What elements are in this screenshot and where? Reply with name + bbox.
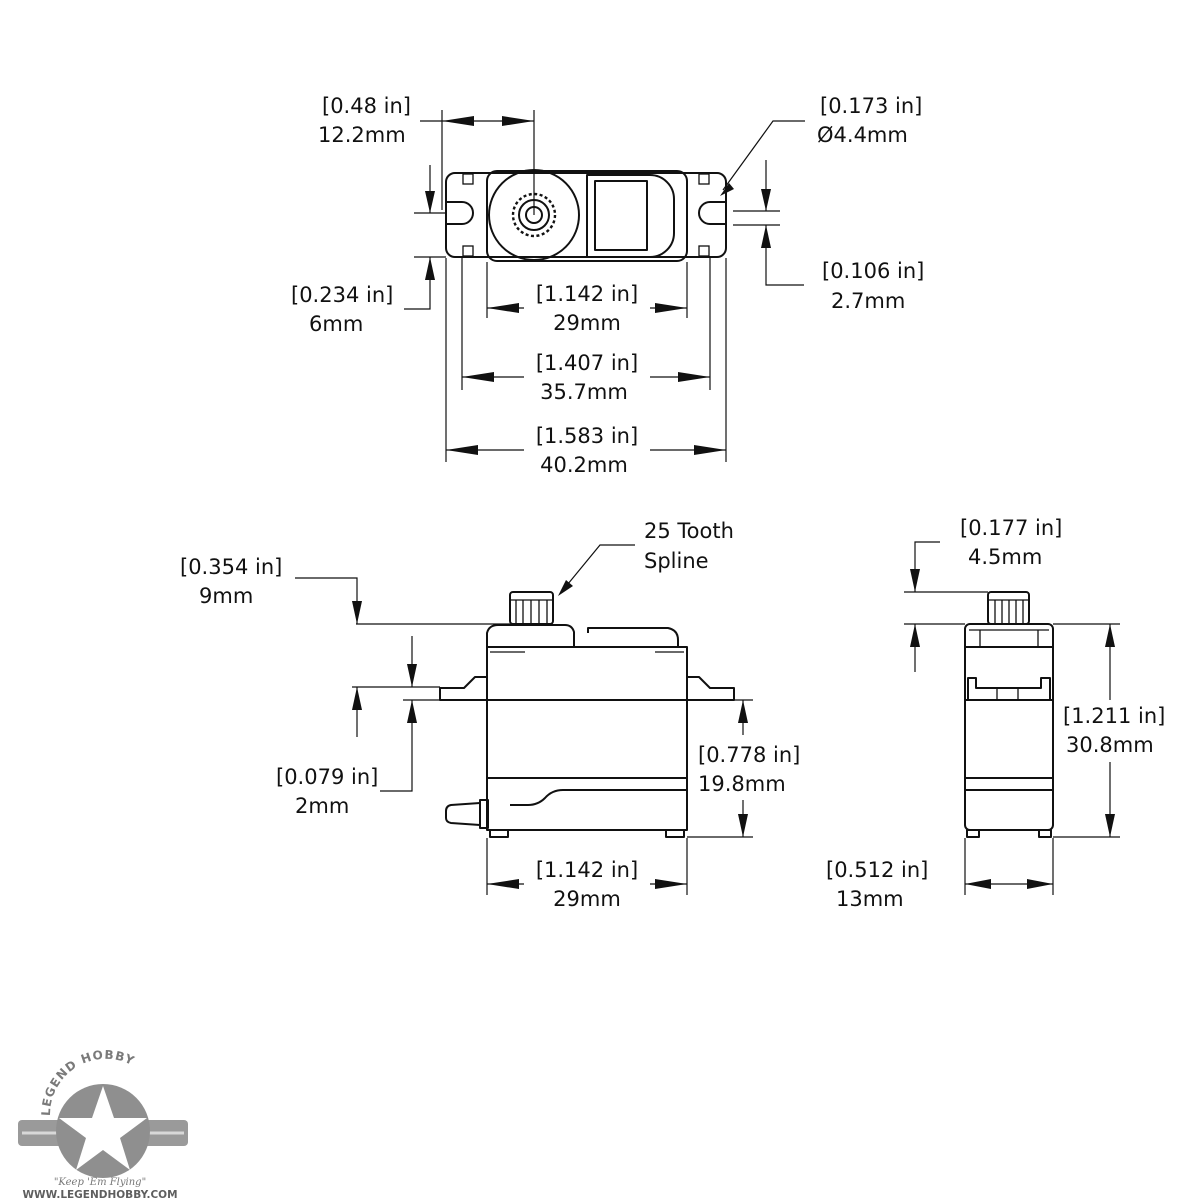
- spline-height-in-label: [0.354 in]: [180, 555, 282, 579]
- end-view: [0.177 in] 4.5mm [1.211 in] 30.8mm [0.51…: [826, 516, 1165, 911]
- end-view-dimension-lines: [904, 541, 1120, 895]
- top-body-length-mm-label: 29mm: [553, 311, 621, 335]
- body-height-mm-label: 30.8mm: [1066, 733, 1154, 757]
- slot-width-in-label: [0.106 in]: [822, 259, 924, 283]
- side-body-length-in-label: [1.142 in]: [536, 858, 638, 882]
- side-view-labels: 25 Tooth Spline [0.354 in] 9mm [0.079 in…: [180, 519, 800, 911]
- spline-gear: [511, 192, 557, 238]
- body-width-mm-label: 13mm: [836, 887, 904, 911]
- horn-offset-mm-label: 12.2mm: [318, 123, 406, 147]
- hole-diameter-mm-label: Ø4.4mm: [817, 123, 908, 147]
- overall-length-in-label: [1.583 in]: [536, 424, 638, 448]
- tab-thickness-mm-label: 2mm: [295, 794, 349, 818]
- spline-callout-line2: Spline: [644, 549, 709, 573]
- top-view-dimension-lines: [404, 110, 805, 462]
- end-view-labels: [0.177 in] 4.5mm [1.211 in] 30.8mm [0.51…: [826, 516, 1165, 911]
- hole-spacing-in-label: [1.407 in]: [536, 351, 638, 375]
- end-spline-height-mm-label: 4.5mm: [968, 545, 1042, 569]
- tab-to-bottom-mm-label: 19.8mm: [698, 772, 786, 796]
- top-view-servo-outline: [445, 169, 727, 262]
- end-view-servo-outline: [964, 591, 1054, 838]
- tab-thickness-in-label: [0.079 in]: [276, 765, 378, 789]
- tab-height-in-label: [0.234 in]: [291, 283, 393, 307]
- body-height-in-label: [1.211 in]: [1063, 704, 1165, 728]
- hole-diameter-in-label: [0.173 in]: [820, 94, 922, 118]
- spline-callout-line1: 25 Tooth: [644, 519, 734, 543]
- hole-spacing-mm-label: 35.7mm: [540, 380, 628, 404]
- legend-hobby-logo: LEGEND HOBBY "Keep 'Em Flying" WWW.LEGEN…: [18, 1048, 188, 1200]
- overall-length-mm-label: 40.2mm: [540, 453, 628, 477]
- spline-height-mm-label: 9mm: [199, 584, 253, 608]
- side-view: 25 Tooth Spline [0.354 in] 9mm [0.079 in…: [180, 519, 800, 911]
- top-body-length-in-label: [1.142 in]: [536, 282, 638, 306]
- horn-offset-in-label: [0.48 in]: [322, 94, 411, 118]
- side-view-servo-outline: [439, 591, 735, 838]
- side-view-dimension-lines: [295, 544, 753, 895]
- tab-to-bottom-in-label: [0.778 in]: [698, 743, 800, 767]
- slot-width-mm-label: 2.7mm: [831, 289, 905, 313]
- logo-url: WWW.LEGENDHOBBY.COM: [22, 1189, 177, 1200]
- top-view: [0.48 in] 12.2mm [0.173 in] Ø4.4mm [0.23…: [291, 94, 924, 477]
- top-view-labels: [0.48 in] 12.2mm [0.173 in] Ø4.4mm [0.23…: [291, 94, 924, 477]
- tab-height-mm-label: 6mm: [309, 312, 363, 336]
- logo-slogan: "Keep 'Em Flying": [54, 1177, 146, 1188]
- star-icon: [59, 1086, 147, 1170]
- body-width-in-label: [0.512 in]: [826, 858, 928, 882]
- end-spline-height-in-label: [0.177 in]: [960, 516, 1062, 540]
- side-body-length-mm-label: 29mm: [553, 887, 621, 911]
